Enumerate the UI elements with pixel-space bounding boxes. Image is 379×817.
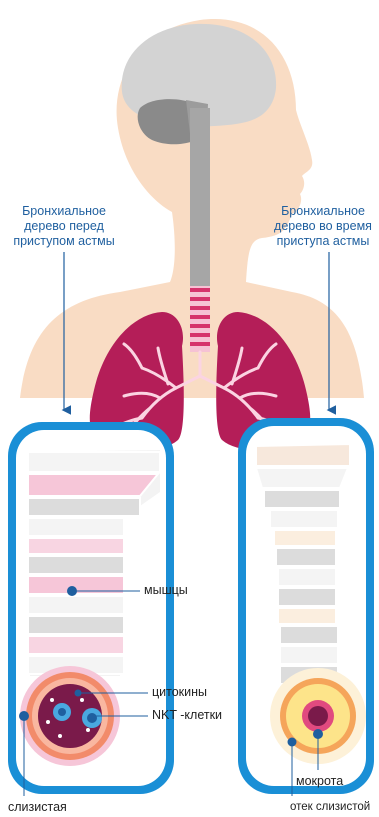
airway-before-attack [8,422,174,794]
right-caption: Бронхиальное дерево во время приступа ас… [268,204,378,249]
left-caption-line-3: приступом астмы [8,234,120,249]
right-caption-line-1: Бронхиальное [268,204,378,219]
right-caption-line-3: приступа астмы [268,234,378,249]
label-mucosa: слизистая [8,800,67,815]
trachea [190,108,210,352]
muscles-pointer-dot [68,587,77,596]
mucosa-edema-pointer-dot [288,738,296,746]
label-mucosa-edema: отек слизистой [290,800,370,815]
right-caption-line-2: дерево во время [268,219,378,234]
sputum-pointer-dot [314,730,323,739]
label-nkt-cells: NKT -клетки [152,708,222,723]
mucosa-pointer-dot [20,712,29,721]
left-caption-line-2: дерево перед [8,219,120,234]
airway-during-attack [238,418,374,794]
label-cytokines: цитокины [152,685,207,700]
left-caption: Бронхиальное дерево перед приступом астм… [8,204,120,249]
left-caption-line-1: Бронхиальное [8,204,120,219]
label-sputum: мокрота [296,774,343,789]
label-muscles: мышцы [144,583,188,598]
